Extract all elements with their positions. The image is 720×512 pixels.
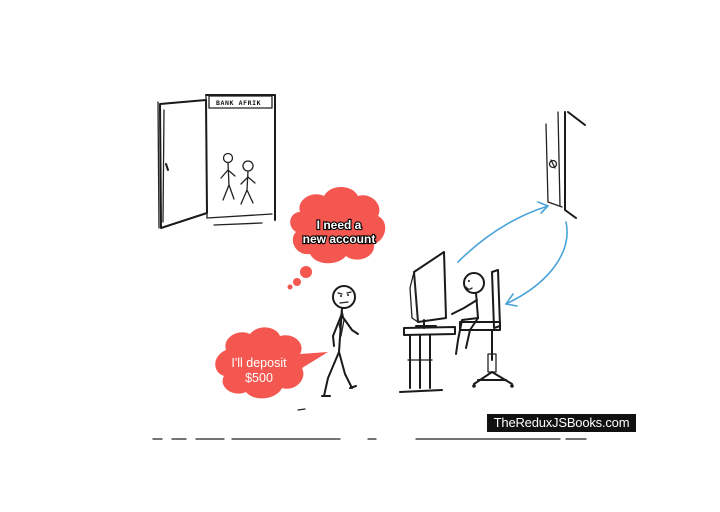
door-knob	[165, 163, 169, 171]
office-door-knob	[548, 159, 558, 169]
bank-employee-figure	[451, 272, 485, 355]
thought-line-2: new account	[303, 232, 376, 246]
speech-line-2: $500	[245, 371, 273, 385]
thought-dot-large	[300, 266, 312, 278]
computer-monitor	[409, 251, 447, 329]
customer-figure	[321, 285, 359, 397]
watermark-label: TheReduxJSBooks.com	[487, 414, 636, 432]
bank-sign	[208, 95, 273, 109]
bank-sign-text: BANK AFRIK	[216, 99, 261, 107]
speech-bubble: I'll deposit $500	[215, 327, 328, 399]
arrow-to-office	[457, 205, 549, 263]
people-inside-bank	[220, 152, 256, 205]
flow-arrows	[457, 201, 568, 307]
thought-dot-small	[287, 284, 293, 290]
thought-line-1: I need a	[317, 218, 362, 232]
arrow-from-office	[505, 221, 568, 305]
thought-bubble: I need a new account	[287, 187, 386, 290]
speech-line-1: I'll deposit	[231, 356, 287, 370]
bank-door: BANK AFRIK	[157, 94, 276, 229]
office-door	[545, 111, 586, 219]
thought-dot-medium	[293, 278, 301, 286]
ground-mark	[297, 408, 306, 411]
office-chair	[459, 269, 514, 388]
bank-desk	[399, 326, 456, 393]
